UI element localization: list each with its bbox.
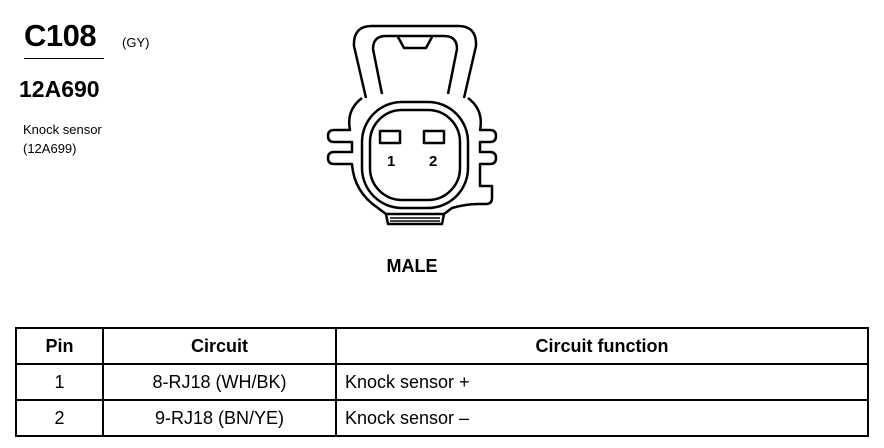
pin-2-cavity xyxy=(422,129,446,145)
component-part-number: (12A699) xyxy=(23,141,77,156)
pin-1-cavity xyxy=(378,129,402,145)
table-header-row: Pin Circuit Circuit function xyxy=(15,327,869,365)
pin-2-label: 2 xyxy=(429,153,437,170)
circuit-cell: 9-RJ18 (BN/YE) xyxy=(102,399,337,437)
circuit-function-cell: Knock sensor + xyxy=(335,363,869,401)
circuit-cell: 8-RJ18 (WH/BK) xyxy=(102,363,337,401)
connector-body xyxy=(326,97,498,216)
component-name: Knock sensor xyxy=(23,122,102,137)
mating-face-inner xyxy=(368,108,462,202)
pinout-table: Pin Circuit Circuit function 1 8-RJ18 (W… xyxy=(15,327,869,437)
pin-cell: 1 xyxy=(15,363,104,401)
table-row: 1 8-RJ18 (WH/BK) Knock sensor + xyxy=(15,363,869,401)
column-header-circuit-function: Circuit function xyxy=(335,327,869,365)
connector-latch-inner xyxy=(371,34,459,95)
connector-color: (GY) xyxy=(122,35,150,50)
circuit-function-cell: Knock sensor – xyxy=(335,399,869,437)
connector-gender-label: MALE xyxy=(386,256,438,276)
pin-1-label: 1 xyxy=(387,153,395,170)
connector-latch xyxy=(352,24,478,99)
table-row: 2 9-RJ18 (BN/YE) Knock sensor – xyxy=(15,399,869,437)
pin-cell: 2 xyxy=(15,399,104,437)
mating-face-outer xyxy=(360,100,470,210)
connector-seal xyxy=(384,213,446,226)
column-header-circuit: Circuit xyxy=(102,327,337,365)
latch-slot xyxy=(396,36,434,50)
connector-id-underline xyxy=(24,58,104,59)
column-header-pin: Pin xyxy=(15,327,104,365)
connector-face-diagram: 1 2 xyxy=(326,24,498,226)
part-number: 12A690 xyxy=(19,76,100,102)
connector-id: C108 xyxy=(24,18,97,53)
